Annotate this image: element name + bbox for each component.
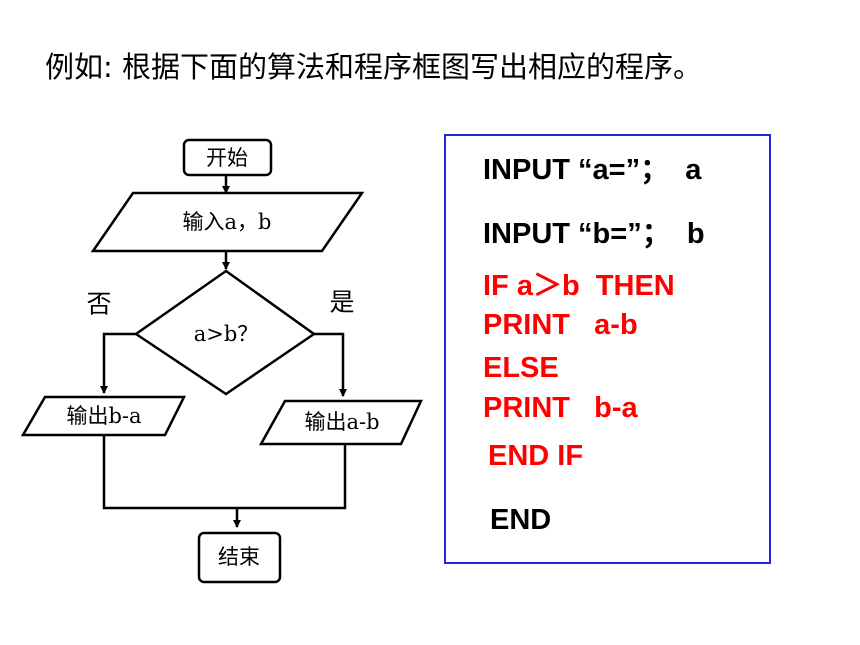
- code-line-input-b: INPUT “b=”； b: [483, 218, 705, 250]
- output-yes-label: 输出a-b: [304, 410, 379, 434]
- code-line-if: IF a＞b THEN: [483, 270, 675, 302]
- code-line-print-b-a: PRINT b-a: [483, 392, 638, 424]
- end-terminal: [197, 531, 282, 584]
- connector-condition-yes: [314, 332, 347, 397]
- code-line-end: END: [490, 504, 552, 536]
- code-panel: INPUT “a=”； a INPUT “b=”； b IF a＞b THEN …: [444, 134, 771, 564]
- start-label: 开始: [206, 146, 248, 170]
- flowchart: 开始 输入a，b a>b？ 否 是 输出b-a 输出a-b 结束: [20, 138, 423, 584]
- end-label: 结束: [218, 545, 260, 569]
- input-parallelogram: [90, 191, 365, 253]
- condition-diamond: [133, 269, 317, 396]
- connector-merge: [102, 435, 347, 510]
- output-yes-parallelogram: [258, 399, 423, 446]
- connector-condition-no: [100, 332, 136, 394]
- output-no-label: 输出b-a: [66, 404, 141, 428]
- code-line-else: ELSE: [483, 352, 559, 384]
- input-label: 输入a，b: [183, 210, 272, 234]
- no-branch-label: 否: [86, 290, 111, 319]
- yes-branch-label: 是: [329, 288, 354, 317]
- start-terminal: [182, 138, 273, 177]
- code-line-input-a: INPUT “a=”； a: [483, 154, 702, 186]
- page-heading: 例如: 根据下面的算法和程序框图写出相应的程序。: [45, 50, 702, 84]
- condition-label: a>b？: [194, 322, 259, 346]
- output-no-parallelogram: [20, 395, 187, 437]
- code-line-end-if: END IF: [488, 440, 584, 472]
- code-line-print-a-b: PRINT a-b: [483, 309, 638, 341]
